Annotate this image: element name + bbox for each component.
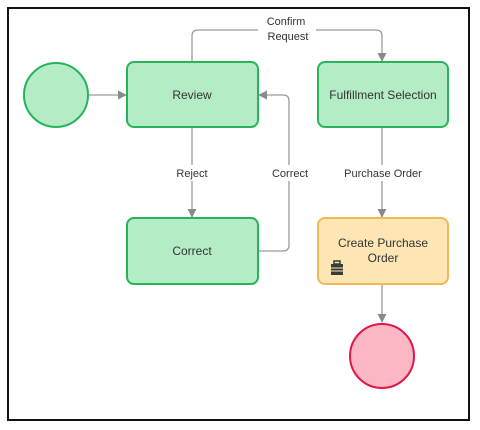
nodes: Review Fulfillment Selection Correct Cre… xyxy=(23,61,449,389)
briefcase-icon xyxy=(331,260,343,275)
task-review-label: Review xyxy=(172,88,212,102)
edge-label-correct: Correct xyxy=(272,168,308,180)
task-correct[interactable]: Correct xyxy=(126,217,259,285)
edge-label-purchase-order: Purchase Order xyxy=(344,168,422,180)
diagram-frame xyxy=(7,7,470,421)
task-create-purchase-order[interactable]: Create Purchase Order xyxy=(317,217,449,285)
start-event[interactable] xyxy=(23,62,89,128)
edge-label-confirm-line1: Confirm xyxy=(267,16,306,28)
task-review[interactable]: Review xyxy=(126,61,259,128)
task-fulfillment-selection[interactable]: Fulfillment Selection xyxy=(317,61,449,128)
task-create-po-label-line1: Create Purchase xyxy=(338,236,428,250)
end-event[interactable] xyxy=(349,323,415,389)
edge-label-reject: Reject xyxy=(176,168,207,180)
edge-label-confirm-line2: Request xyxy=(268,31,309,43)
edge-labels: Confirm Request Reject Correct Purchase … xyxy=(170,13,432,181)
task-correct-label: Correct xyxy=(172,244,212,258)
task-create-po-label-line2: Order xyxy=(368,251,399,265)
task-fulfillment-label: Fulfillment Selection xyxy=(329,88,436,102)
